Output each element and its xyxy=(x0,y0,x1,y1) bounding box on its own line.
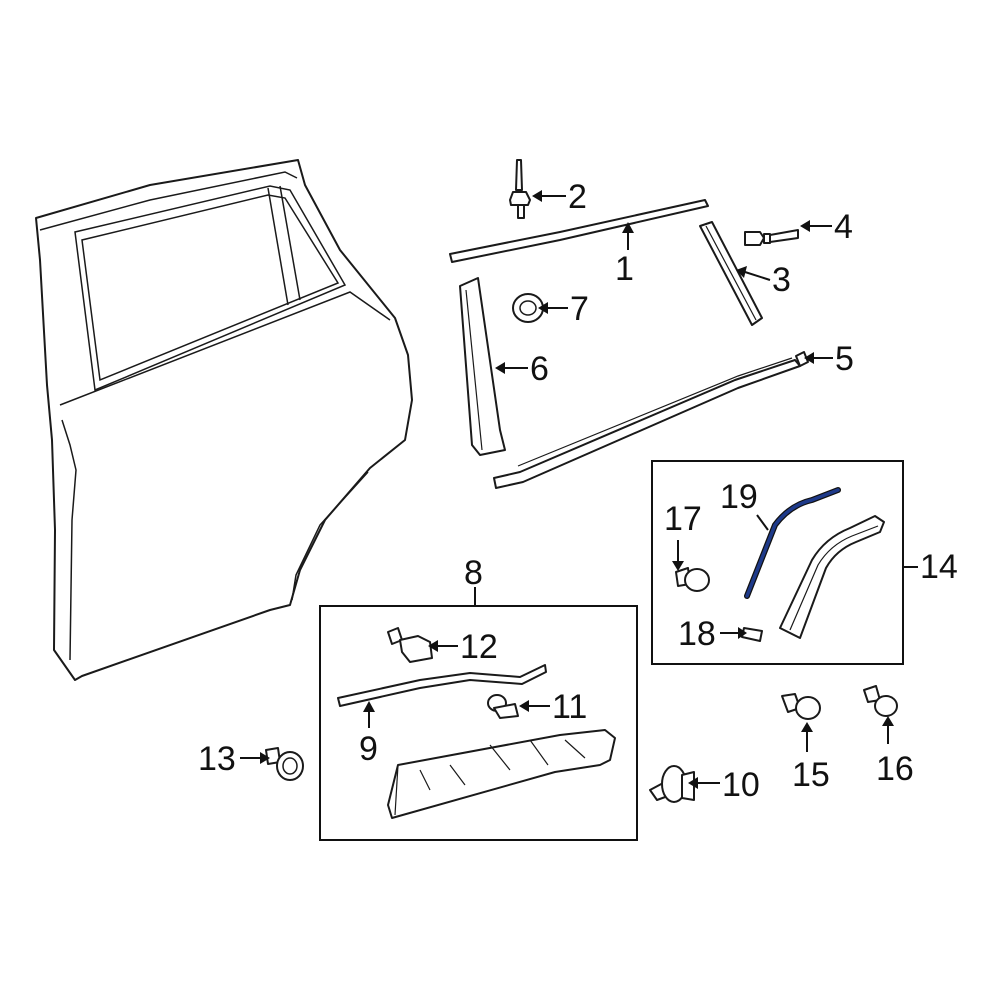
part-16-screw xyxy=(863,685,898,744)
part-8-lower-garnish xyxy=(387,729,616,819)
callout-12: 12 xyxy=(460,628,498,666)
part-17-clip xyxy=(672,540,710,592)
part-8-group-box xyxy=(319,587,638,841)
callout-6: 6 xyxy=(530,350,549,388)
part-7-grommet xyxy=(512,293,568,323)
part-18-clip xyxy=(720,627,763,642)
callout-8: 8 xyxy=(464,554,483,592)
callout-17: 17 xyxy=(664,500,702,538)
callout-4: 4 xyxy=(834,208,853,246)
part-2-rivet xyxy=(509,159,566,219)
callout-18: 18 xyxy=(678,615,716,653)
part-12-fastener xyxy=(387,627,458,663)
callout-3: 3 xyxy=(772,261,791,299)
callout-19: 19 xyxy=(720,478,758,516)
rear-door-illustration xyxy=(35,159,413,681)
part-1-upper-molding xyxy=(449,199,709,263)
part-9-strip xyxy=(337,664,547,728)
part-11-clip xyxy=(487,694,550,719)
callout-1: 1 xyxy=(615,250,634,288)
callout-15: 15 xyxy=(792,756,830,794)
callout-labels: 1 2 3 4 5 6 7 8 9 10 11 12 13 14 15 16 1… xyxy=(198,178,958,804)
part-19-weatherstrip xyxy=(744,487,841,599)
part-10-push-clip xyxy=(649,765,720,803)
callout-11: 11 xyxy=(552,688,587,726)
callout-5: 5 xyxy=(835,340,854,378)
callout-14: 14 xyxy=(920,548,958,586)
part-4-bolt xyxy=(744,220,832,246)
callout-7: 7 xyxy=(570,290,589,328)
part-13-clip xyxy=(240,747,304,781)
callout-13: 13 xyxy=(198,740,236,778)
callout-9: 9 xyxy=(359,730,378,768)
callout-16: 16 xyxy=(876,750,914,788)
part-14-group-box xyxy=(651,460,918,665)
callout-2: 2 xyxy=(568,178,587,216)
part-14-frame-molding xyxy=(779,515,885,639)
part-6-pillar-garnish xyxy=(459,277,528,456)
part-3-pillar-strip xyxy=(699,221,771,326)
part-5-belt-molding xyxy=(493,351,833,489)
callout-10: 10 xyxy=(722,766,760,804)
part-15-screw xyxy=(781,693,821,752)
